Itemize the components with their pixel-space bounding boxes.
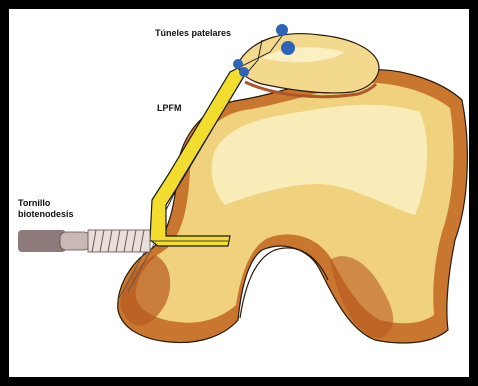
screw-driver-shaft [18,230,66,252]
patella-outline [239,34,379,93]
tunnel-marker-4 [239,67,249,77]
screw-threads [88,230,150,252]
patella [239,34,379,97]
tunnel-marker-1 [276,24,288,36]
screw-label-line-1: Tornillo [18,198,74,209]
graft-label: LPFM [157,103,182,114]
tunnel-marker-3 [233,59,243,69]
screw-driver-tip [60,232,90,250]
screw-label: Tornillo biotenodesis [18,198,74,220]
tunnel-marker-2 [281,41,295,55]
screw-label-line-2: biotenodesis [18,209,74,220]
patellar-tunnels-label: Túneles patelares [155,28,231,39]
